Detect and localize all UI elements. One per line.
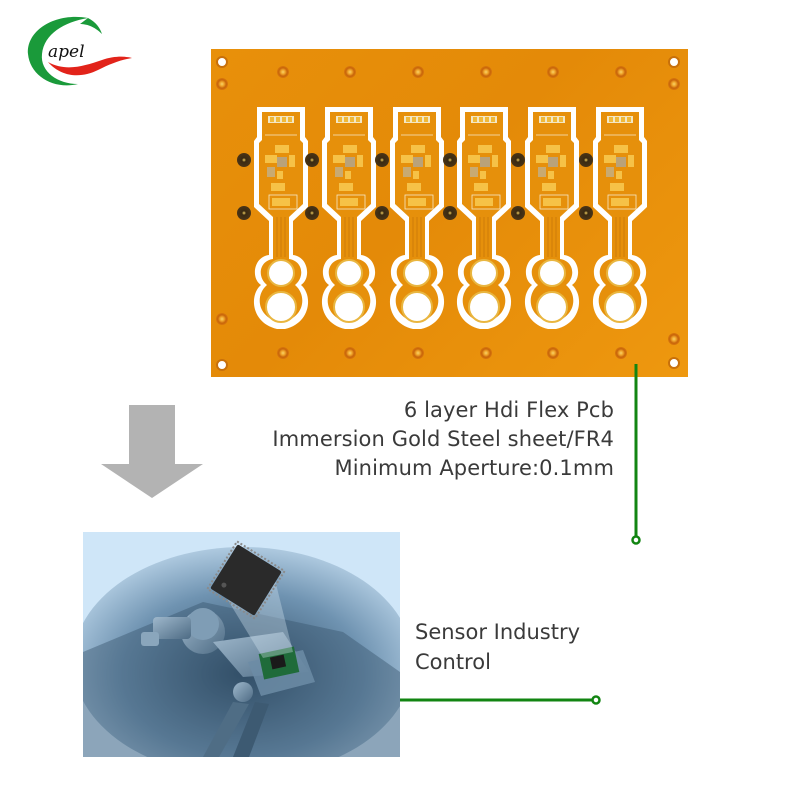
capel-crescent-logo-icon: apel [27, 16, 132, 86]
application-description: Sensor Industry Control [415, 617, 580, 677]
spec-layer-count: 6 layer Hdi Flex Pcb [403, 398, 614, 422]
svg-text:apel: apel [48, 42, 85, 62]
application-line-2: Control [415, 650, 491, 674]
spec-min-aperture: Minimum Aperture:0.1mm [334, 456, 614, 480]
brand-logo: apel [18, 10, 138, 90]
spec-finish-stiffener: Immersion Gold Steel sheet/FR4 [272, 427, 614, 451]
battery-sensor-illustration [83, 532, 400, 757]
connector-end-dot-icon [591, 695, 601, 705]
pcb-specifications: 6 layer Hdi Flex Pcb Immersion Gold Stee… [272, 396, 614, 483]
down-arrow-icon [101, 405, 203, 498]
application-line-1: Sensor Industry [415, 620, 581, 644]
flex-pcb-panel-image [211, 49, 688, 377]
connector-end-dot-icon [631, 535, 641, 545]
application-photo [83, 532, 400, 757]
pcb-graphic [216, 56, 680, 371]
